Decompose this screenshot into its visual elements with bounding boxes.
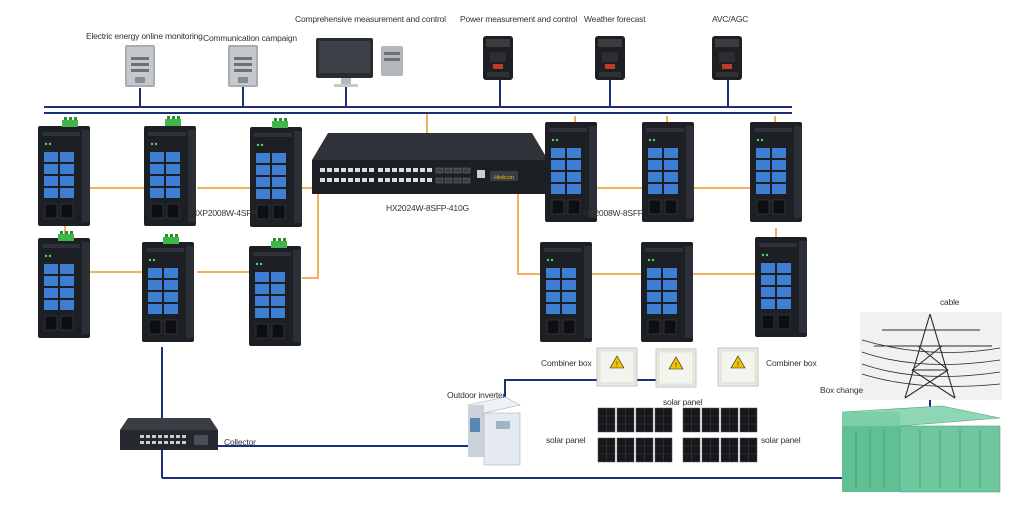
box-change-substation	[841, 405, 1001, 493]
electric-monitoring-server	[125, 45, 155, 87]
main-rack-switch: Hinkcon	[312, 133, 548, 194]
label-switch-right: HX2008W-8SFP	[583, 208, 644, 218]
main-switch-badge: Hinkcon	[494, 175, 514, 181]
switch-left-bottom-1	[37, 231, 91, 339]
label-power-measurement: Power measurement and control	[460, 14, 578, 24]
communication-campaign-server	[228, 45, 258, 87]
label-combiner-right: Combiner box	[766, 358, 817, 368]
power-measurement-server	[483, 36, 513, 80]
label-electric-monitoring: Electric energy online monitoring	[86, 31, 203, 41]
label-outdoor-inverter: Outdoor inverter	[447, 390, 506, 400]
avc-agc-server	[712, 36, 742, 80]
combiner-box-3	[717, 347, 759, 387]
switch-right-bottom-3	[754, 236, 808, 338]
solar-panel-array-right	[682, 407, 758, 463]
label-switch-left: HXP2008W-4SFP	[191, 208, 257, 218]
outdoor-inverter	[467, 396, 521, 466]
monitor-icon	[316, 38, 373, 87]
switch-right-top-2	[641, 121, 695, 223]
switch-right-bottom-2	[640, 241, 694, 343]
switch-right-top-1	[544, 121, 598, 223]
switch-left-top-3	[249, 118, 303, 228]
label-solar-top: solar panel	[663, 397, 703, 407]
switch-left-bottom-3	[248, 238, 302, 347]
label-comprehensive: Comprehensive measurement and control	[295, 14, 446, 24]
switch-right-bottom-1	[539, 241, 593, 343]
switch-left-bottom-2	[141, 234, 195, 343]
label-avc: AVC/AGC	[712, 14, 749, 24]
label-solar-left: solar panel	[546, 435, 586, 445]
label-weather: Weather forecast	[584, 14, 646, 24]
blue-bus-lines	[44, 80, 931, 479]
label-box-change: Box change	[820, 385, 863, 395]
cable-tower-icon	[860, 312, 1002, 400]
comprehensive-server	[381, 46, 403, 76]
switch-left-top-2	[143, 116, 197, 227]
switch-left-top-1	[37, 117, 91, 227]
label-solar-right: solar panel	[761, 435, 801, 445]
label-cable: cable	[940, 297, 960, 307]
combiner-box-2	[655, 348, 697, 388]
collector-device	[120, 418, 218, 450]
label-collector: Collector	[224, 437, 256, 447]
solar-panel-array-left	[597, 407, 673, 463]
label-main-switch: HX2024W-8SFP-410G	[386, 203, 469, 213]
switch-right-top-3	[749, 121, 803, 223]
combiner-box-1	[596, 347, 638, 387]
label-combiner-left: Combiner box	[541, 358, 592, 368]
label-communication-campaign: Communication campaign	[203, 33, 297, 43]
weather-forecast-server	[595, 36, 625, 80]
